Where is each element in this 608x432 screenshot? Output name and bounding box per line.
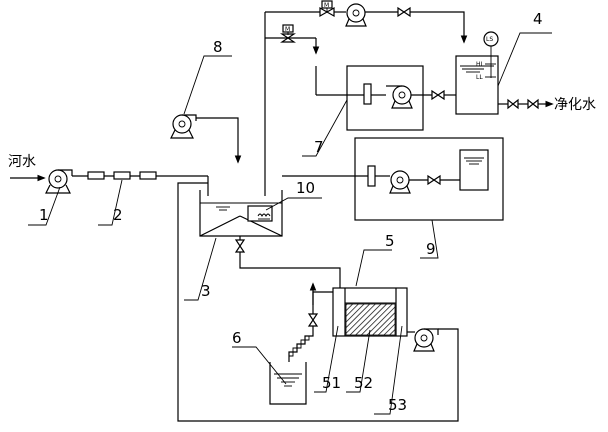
svg-text:M: M — [285, 26, 290, 33]
level-switch-icon: LS — [483, 31, 499, 78]
unit-9-box — [354, 137, 504, 221]
svg-text:LS: LS — [486, 36, 493, 43]
callout-53: 53 — [374, 325, 407, 415]
unit-9-filter-icon — [367, 165, 411, 194]
motor-valve-top-icon: M — [319, 0, 335, 18]
filter-media-52 — [345, 303, 396, 336]
valve-icon — [427, 174, 441, 186]
tank-6 — [269, 362, 307, 405]
svg-text:7: 7 — [314, 138, 324, 156]
valve-icon — [307, 313, 319, 327]
top-pump-icon — [345, 3, 367, 27]
pump-1-icon — [45, 169, 73, 194]
filter-icon — [113, 171, 131, 180]
svg-text:4: 4 — [533, 10, 543, 28]
svg-text:52: 52 — [354, 374, 373, 392]
callout-4: 4 — [497, 10, 552, 87]
outlet-label: 净化水 — [554, 97, 596, 113]
svg-text:9: 9 — [426, 240, 436, 258]
outlet-valve-icon — [527, 98, 539, 110]
valve-icon — [234, 239, 246, 253]
unit-7-box — [346, 65, 424, 131]
valve-icon — [507, 98, 519, 110]
callout-51: 51 — [314, 325, 341, 393]
svg-text:53: 53 — [388, 396, 407, 414]
tank-4: HL LL — [455, 55, 499, 115]
svg-text:6: 6 — [232, 329, 242, 347]
svg-text:10: 10 — [296, 179, 315, 197]
valve-icon — [397, 6, 411, 18]
callout-6: 6 — [232, 329, 287, 385]
svg-text:2: 2 — [113, 206, 123, 224]
filter-icon — [87, 171, 105, 180]
svg-text:1: 1 — [39, 206, 49, 224]
svg-text:M: M — [324, 2, 329, 9]
inlet-label: 河水 — [8, 154, 36, 170]
svg-text:8: 8 — [213, 38, 223, 56]
blower-8-icon — [170, 114, 197, 139]
svg-text:LL: LL — [476, 74, 483, 81]
tank-3 — [199, 190, 283, 237]
blower-air-line — [196, 117, 242, 164]
callout-52: 52 — [346, 329, 373, 393]
callout-5: 5 — [355, 232, 395, 287]
unit-9-tank — [459, 149, 489, 191]
callout-10: 10 — [265, 179, 322, 211]
unit-7-filter-icon — [363, 83, 413, 109]
filter-icon — [139, 171, 157, 180]
callout-2: 2 — [98, 179, 123, 226]
svg-text:51: 51 — [322, 374, 341, 392]
valve-icon — [431, 89, 445, 101]
svg-text:3: 3 — [201, 282, 211, 300]
callout-3: 3 — [184, 237, 217, 301]
callout-7: 7 — [302, 99, 348, 157]
callout-9: 9 — [420, 219, 439, 259]
callout-1: 1 — [28, 186, 61, 226]
motor-valve-branch-icon: M — [280, 24, 296, 43]
return-pump-icon — [413, 328, 439, 352]
svg-text:5: 5 — [385, 232, 395, 250]
svg-text:HL: HL — [476, 61, 485, 68]
callout-8: 8 — [183, 38, 232, 115]
